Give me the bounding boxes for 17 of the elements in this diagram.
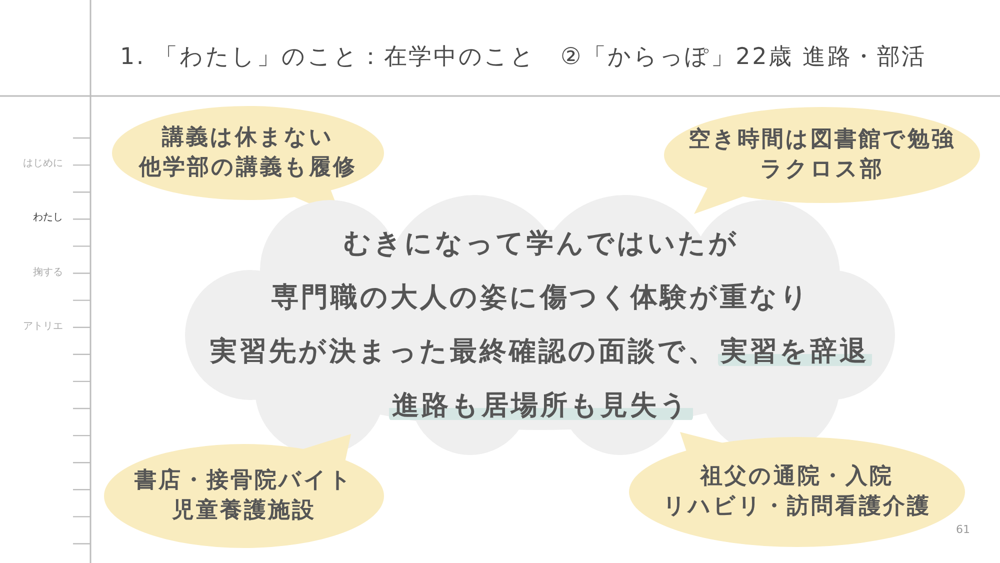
bubble-text: 空き時間は図書館で勉強 (688, 126, 956, 154)
slide-title: 1. 「わたし」のこと：在学中のこと ②「からっぽ」22歳 進路・部活 (120, 43, 926, 72)
bubble-text: 児童養護施設 (172, 496, 316, 525)
nav-label: アトリエ (23, 320, 63, 334)
nav-label: 掬する (33, 266, 63, 280)
bubble-text: 祖父の通院・入院 (700, 463, 894, 491)
bubble-text: 他学部の講義も履修 (139, 154, 357, 182)
statement-text: むきになって学んではいたが (343, 227, 739, 261)
bubble-text: 講義は休まない (162, 124, 334, 152)
bubble-text: ラクロス部 (760, 156, 884, 184)
nav-label: はじめに (23, 157, 63, 171)
bubble-text: 書店・接骨院バイト (134, 466, 354, 495)
bubble-text: リハビリ・訪問看護介護 (663, 493, 931, 521)
page-number: 61 (956, 522, 970, 538)
statement-text: 専門職の大人の姿に傷つく体験が重なり (272, 281, 810, 315)
statement-text: 実習先が決まった最終確認の面談で、実習を辞退 (210, 325, 872, 379)
nav-label: わたし (33, 211, 63, 225)
